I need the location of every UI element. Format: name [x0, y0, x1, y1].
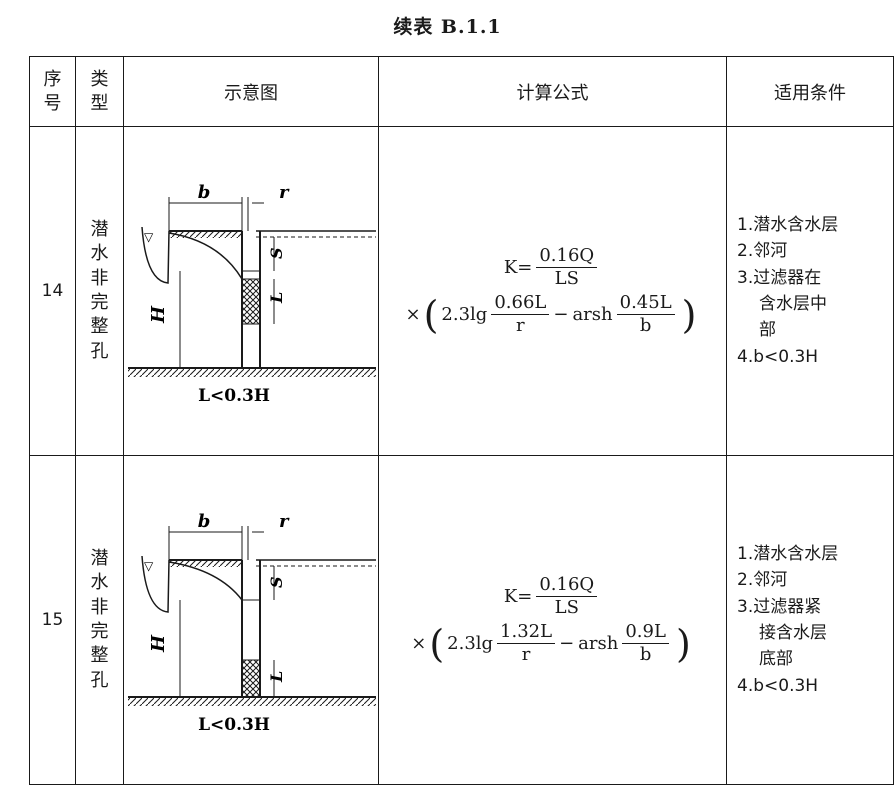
- row-diagram: b r ▽ S L: [123, 126, 379, 456]
- dim-r: r: [279, 511, 290, 532]
- condition-item: 2.邻河: [737, 241, 788, 262]
- row-type: 潜水非完整孔: [75, 126, 124, 456]
- water-level-icon: ▽: [144, 230, 154, 244]
- header-type: 类型: [75, 56, 124, 127]
- row-conditions: 1.潜水含水层 2.邻河 3.过滤器紧 接含水层 底部 4.b<0.3H: [726, 455, 894, 785]
- row-number: 14: [29, 126, 76, 456]
- condition-item: 4.b<0.3H: [737, 675, 819, 696]
- condition-item: 1.潜水含水层: [737, 214, 839, 235]
- header-row: 序号 类型 示意图 计算公式 适用条件: [29, 56, 894, 127]
- water-level-icon: ▽: [144, 559, 154, 573]
- condition-item: 2.邻河: [737, 570, 788, 591]
- dim-S: S: [267, 247, 286, 259]
- condition-item: 接含水层: [759, 623, 827, 643]
- dim-L: L: [267, 671, 286, 683]
- header-index: 序号: [29, 56, 76, 127]
- header-diagram: 示意图: [123, 56, 379, 127]
- header-conditions: 适用条件: [726, 56, 894, 127]
- table-row: 14 潜水非完整孔 b r: [29, 126, 894, 456]
- condition-item: 4.b<0.3H: [737, 346, 819, 367]
- condition-item: 3.过滤器紧: [737, 596, 822, 617]
- table-row: 15 潜水非完整孔 b r ▽: [29, 455, 894, 785]
- dim-r: r: [279, 182, 290, 203]
- diagram-condition: L<0.3H: [198, 386, 270, 406]
- dim-H: H: [148, 634, 169, 653]
- header-formula: 计算公式: [378, 56, 727, 127]
- well-diagram: b r ▽ S L: [128, 182, 376, 406]
- row-type: 潜水非完整孔: [75, 455, 124, 785]
- condition-item: 含水层中: [759, 294, 827, 314]
- row-number: 15: [29, 455, 76, 785]
- dim-S: S: [267, 576, 286, 588]
- diagram-condition: L<0.3H: [198, 715, 270, 735]
- dim-b: b: [198, 511, 211, 532]
- dim-b: b: [198, 182, 211, 203]
- condition-item: 部: [759, 320, 776, 341]
- dim-H: H: [148, 305, 169, 324]
- row-conditions: 1.潜水含水层 2.邻河 3.过滤器在 含水层中 部 4.b<0.3H: [726, 126, 894, 456]
- row-diagram: b r ▽ S L H L<0.3: [123, 455, 379, 785]
- formula-table: 序号 类型 示意图 计算公式 适用条件 14 潜水非完整孔: [29, 56, 894, 785]
- well-diagram: b r ▽ S L H L<0.3: [128, 511, 376, 735]
- condition-item: 底部: [759, 649, 793, 670]
- dim-L: L: [267, 292, 286, 304]
- condition-item: 3.过滤器在: [737, 267, 822, 288]
- condition-item: 1.潜水含水层: [737, 543, 839, 564]
- table-caption: 续表 B.1.1: [393, 16, 502, 38]
